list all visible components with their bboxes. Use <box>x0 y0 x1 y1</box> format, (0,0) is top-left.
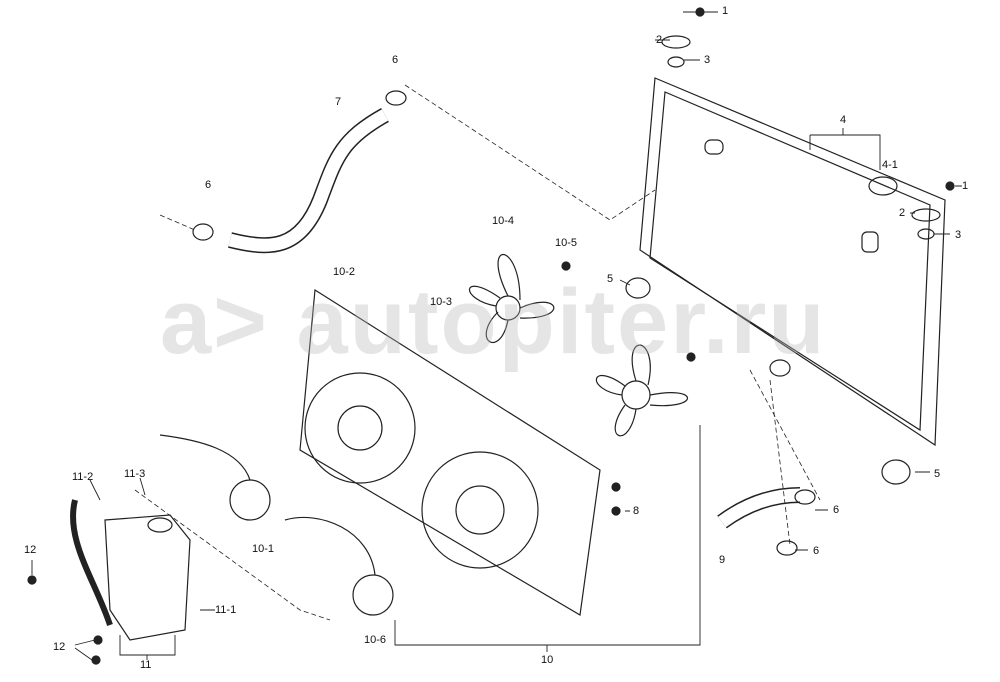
fan-motor-2 <box>352 574 394 616</box>
callout-label: 6 <box>205 179 212 191</box>
callout-label: 9 <box>719 554 726 566</box>
fan-shroud <box>299 288 601 616</box>
callout-label: 10-1 <box>252 543 275 555</box>
callout-label: 1 <box>722 5 729 17</box>
callout-label: 10-5 <box>555 237 578 249</box>
callout-label: 6 <box>392 54 399 66</box>
callout-label: 3 <box>955 229 962 241</box>
callout-label: 10-3 <box>430 296 453 308</box>
callout-label: 12 <box>24 544 37 556</box>
bolts <box>27 261 696 665</box>
callout-label: 11-3 <box>124 468 146 480</box>
callout-label: 12 <box>53 641 66 653</box>
callout-label: 10-2 <box>333 266 356 278</box>
radiator-cap <box>868 176 898 196</box>
callout-label: 10 <box>541 654 554 666</box>
callout-label: 11 <box>140 659 152 671</box>
callout-label: 3 <box>704 54 711 66</box>
callout-label: 4-1 <box>882 159 898 171</box>
watermark: a> autopiter.ru <box>160 271 827 373</box>
callout-label: 4 <box>840 114 847 126</box>
fan-motor-1 <box>229 479 271 521</box>
callout-brackets <box>31 11 962 661</box>
coolant-reservoir <box>70 499 191 641</box>
callout-label: 7 <box>335 96 342 108</box>
callout-label: 8 <box>633 505 640 517</box>
radiator <box>639 77 946 447</box>
motor-wire-2 <box>284 516 376 576</box>
callout-label: 10-4 <box>492 215 515 227</box>
callout-label: 11-1 <box>215 604 237 616</box>
callout-label: 10-6 <box>364 634 387 646</box>
callout-label: 2 <box>899 207 906 219</box>
callout-label: 5 <box>934 468 941 480</box>
motor-wire-1 <box>159 434 251 481</box>
callout-label: 6 <box>833 504 840 516</box>
leader-lines <box>134 84 821 621</box>
callout-label: 2 <box>656 34 663 46</box>
callout-label: 11-2 <box>72 471 94 483</box>
callout-label: 1 <box>962 180 969 192</box>
fan-blades <box>469 254 689 437</box>
callout-label: 5 <box>607 273 614 285</box>
callout-label: 6 <box>813 545 820 557</box>
